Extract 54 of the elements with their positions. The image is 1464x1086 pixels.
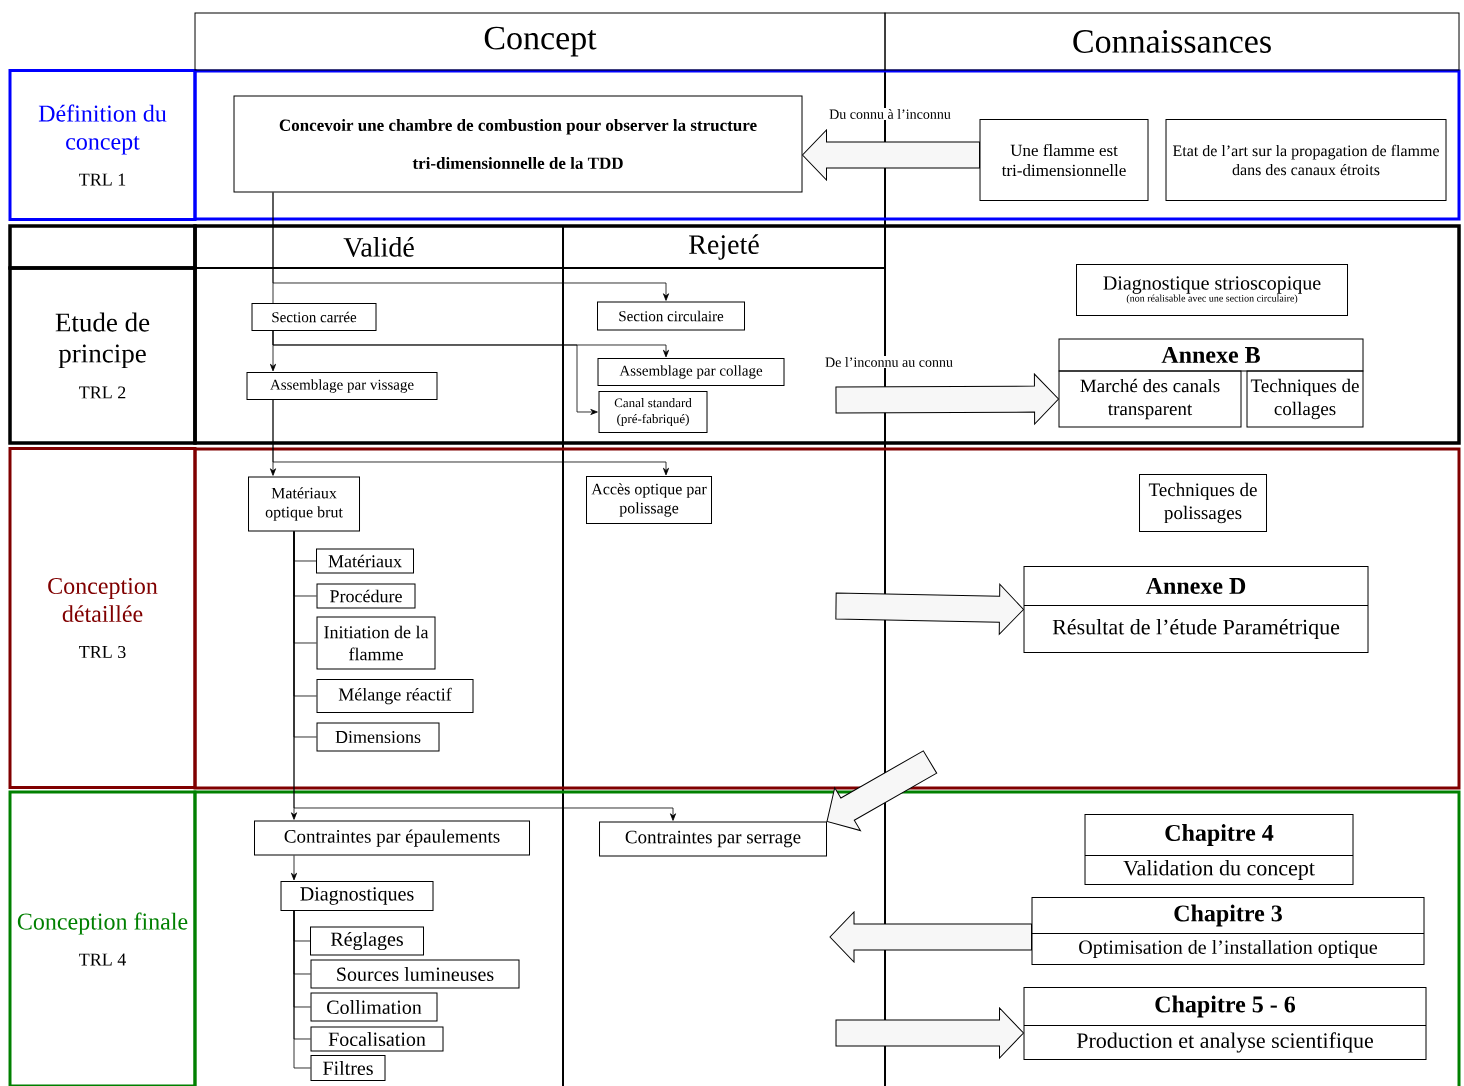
process-box: Réglages <box>310 926 424 956</box>
process-box: Contraintes par serrage <box>599 821 827 857</box>
column-header: Validé <box>194 225 564 269</box>
process-box: Marché des canals transparent <box>1058 370 1242 428</box>
process-box: Section circulaire <box>597 301 745 331</box>
edge-label: Du connu à l’inconnu <box>828 108 952 120</box>
block-arrow <box>829 911 1032 963</box>
process-box: Techniques de polissages <box>1139 474 1267 532</box>
process-box: Accès optique par polissage <box>586 476 712 524</box>
reference-box: Chapitre 4 Validation du concept <box>1084 814 1354 885</box>
block-arrow <box>835 1007 1024 1059</box>
process-box: Mélange réactif <box>316 679 474 713</box>
reference-box: Chapitre 3 Optimisation de l’installation optique <box>1031 897 1425 965</box>
process-box: Assemblage par collage <box>597 358 785 386</box>
row-header-cell: Définition du concept TRL 1 <box>8 69 197 221</box>
process-box: Dimensions <box>316 722 440 752</box>
edge-label: De l’inconnu au connu <box>824 356 954 368</box>
connector-arrow <box>272 192 669 301</box>
block-arrow <box>835 583 1024 635</box>
row-header-cell: Conception détaillée TRL 3 <box>8 447 197 789</box>
process-box: Assemblage par vissage <box>246 372 438 400</box>
connector-arrow <box>291 855 297 881</box>
process-box: Contraintes par épaulements <box>254 820 530 856</box>
process-box: Collimation <box>310 992 438 1022</box>
reference-box: Annexe D Résultat de l’étude Paramétrique <box>1023 566 1369 653</box>
connector-line <box>293 910 311 1069</box>
block-arrow <box>802 129 980 181</box>
process-box: Matériaux <box>316 548 414 574</box>
process-box: Sources lumineuses <box>310 959 520 989</box>
block-arrow <box>835 373 1059 425</box>
process-box: Diagnostiques <box>280 881 434 911</box>
process-box: Etat de l’art sur la propagation de flamme dans des canaux étroits <box>1165 119 1447 201</box>
process-box: Matériaux optique brut <box>248 476 360 532</box>
row-header-cell: Etude de principe TRL 2 <box>8 266 197 445</box>
process-box: Focalisation <box>310 1026 444 1052</box>
process-box: Une flamme est tri-dimensionnelle <box>979 119 1149 201</box>
process-box: Annexe B <box>1058 338 1364 372</box>
process-box: Filtres <box>310 1055 386 1081</box>
column-header: Rejeté <box>562 225 886 269</box>
process-box: Canal standard (pré-fabriqué) <box>598 391 708 433</box>
process-box: Techniques de collages <box>1246 370 1364 428</box>
connector-arrow <box>272 330 598 415</box>
column-header: Connaissances <box>884 12 1460 71</box>
process-box: Concevoir une chambre de combustion pour observer la structure tri-dimensionnelle de la TDD <box>233 95 803 193</box>
process-box: Procédure <box>316 583 416 609</box>
process-box: Section carrée <box>251 303 377 331</box>
row-header-cell: Conception finale TRL 4 <box>8 790 197 1086</box>
reference-box: Chapitre 5 - 6 Production et analyse scientifique <box>1023 987 1427 1060</box>
process-box: Initiation de la flamme <box>316 616 436 670</box>
process-box: Diagnostique strioscopique (non réalisable avec une section circulaire) <box>1076 264 1348 316</box>
column-header: Concept <box>194 12 886 71</box>
connector-arrow <box>293 531 676 821</box>
connector-arrow <box>272 399 669 476</box>
block-arrow <box>826 750 938 832</box>
